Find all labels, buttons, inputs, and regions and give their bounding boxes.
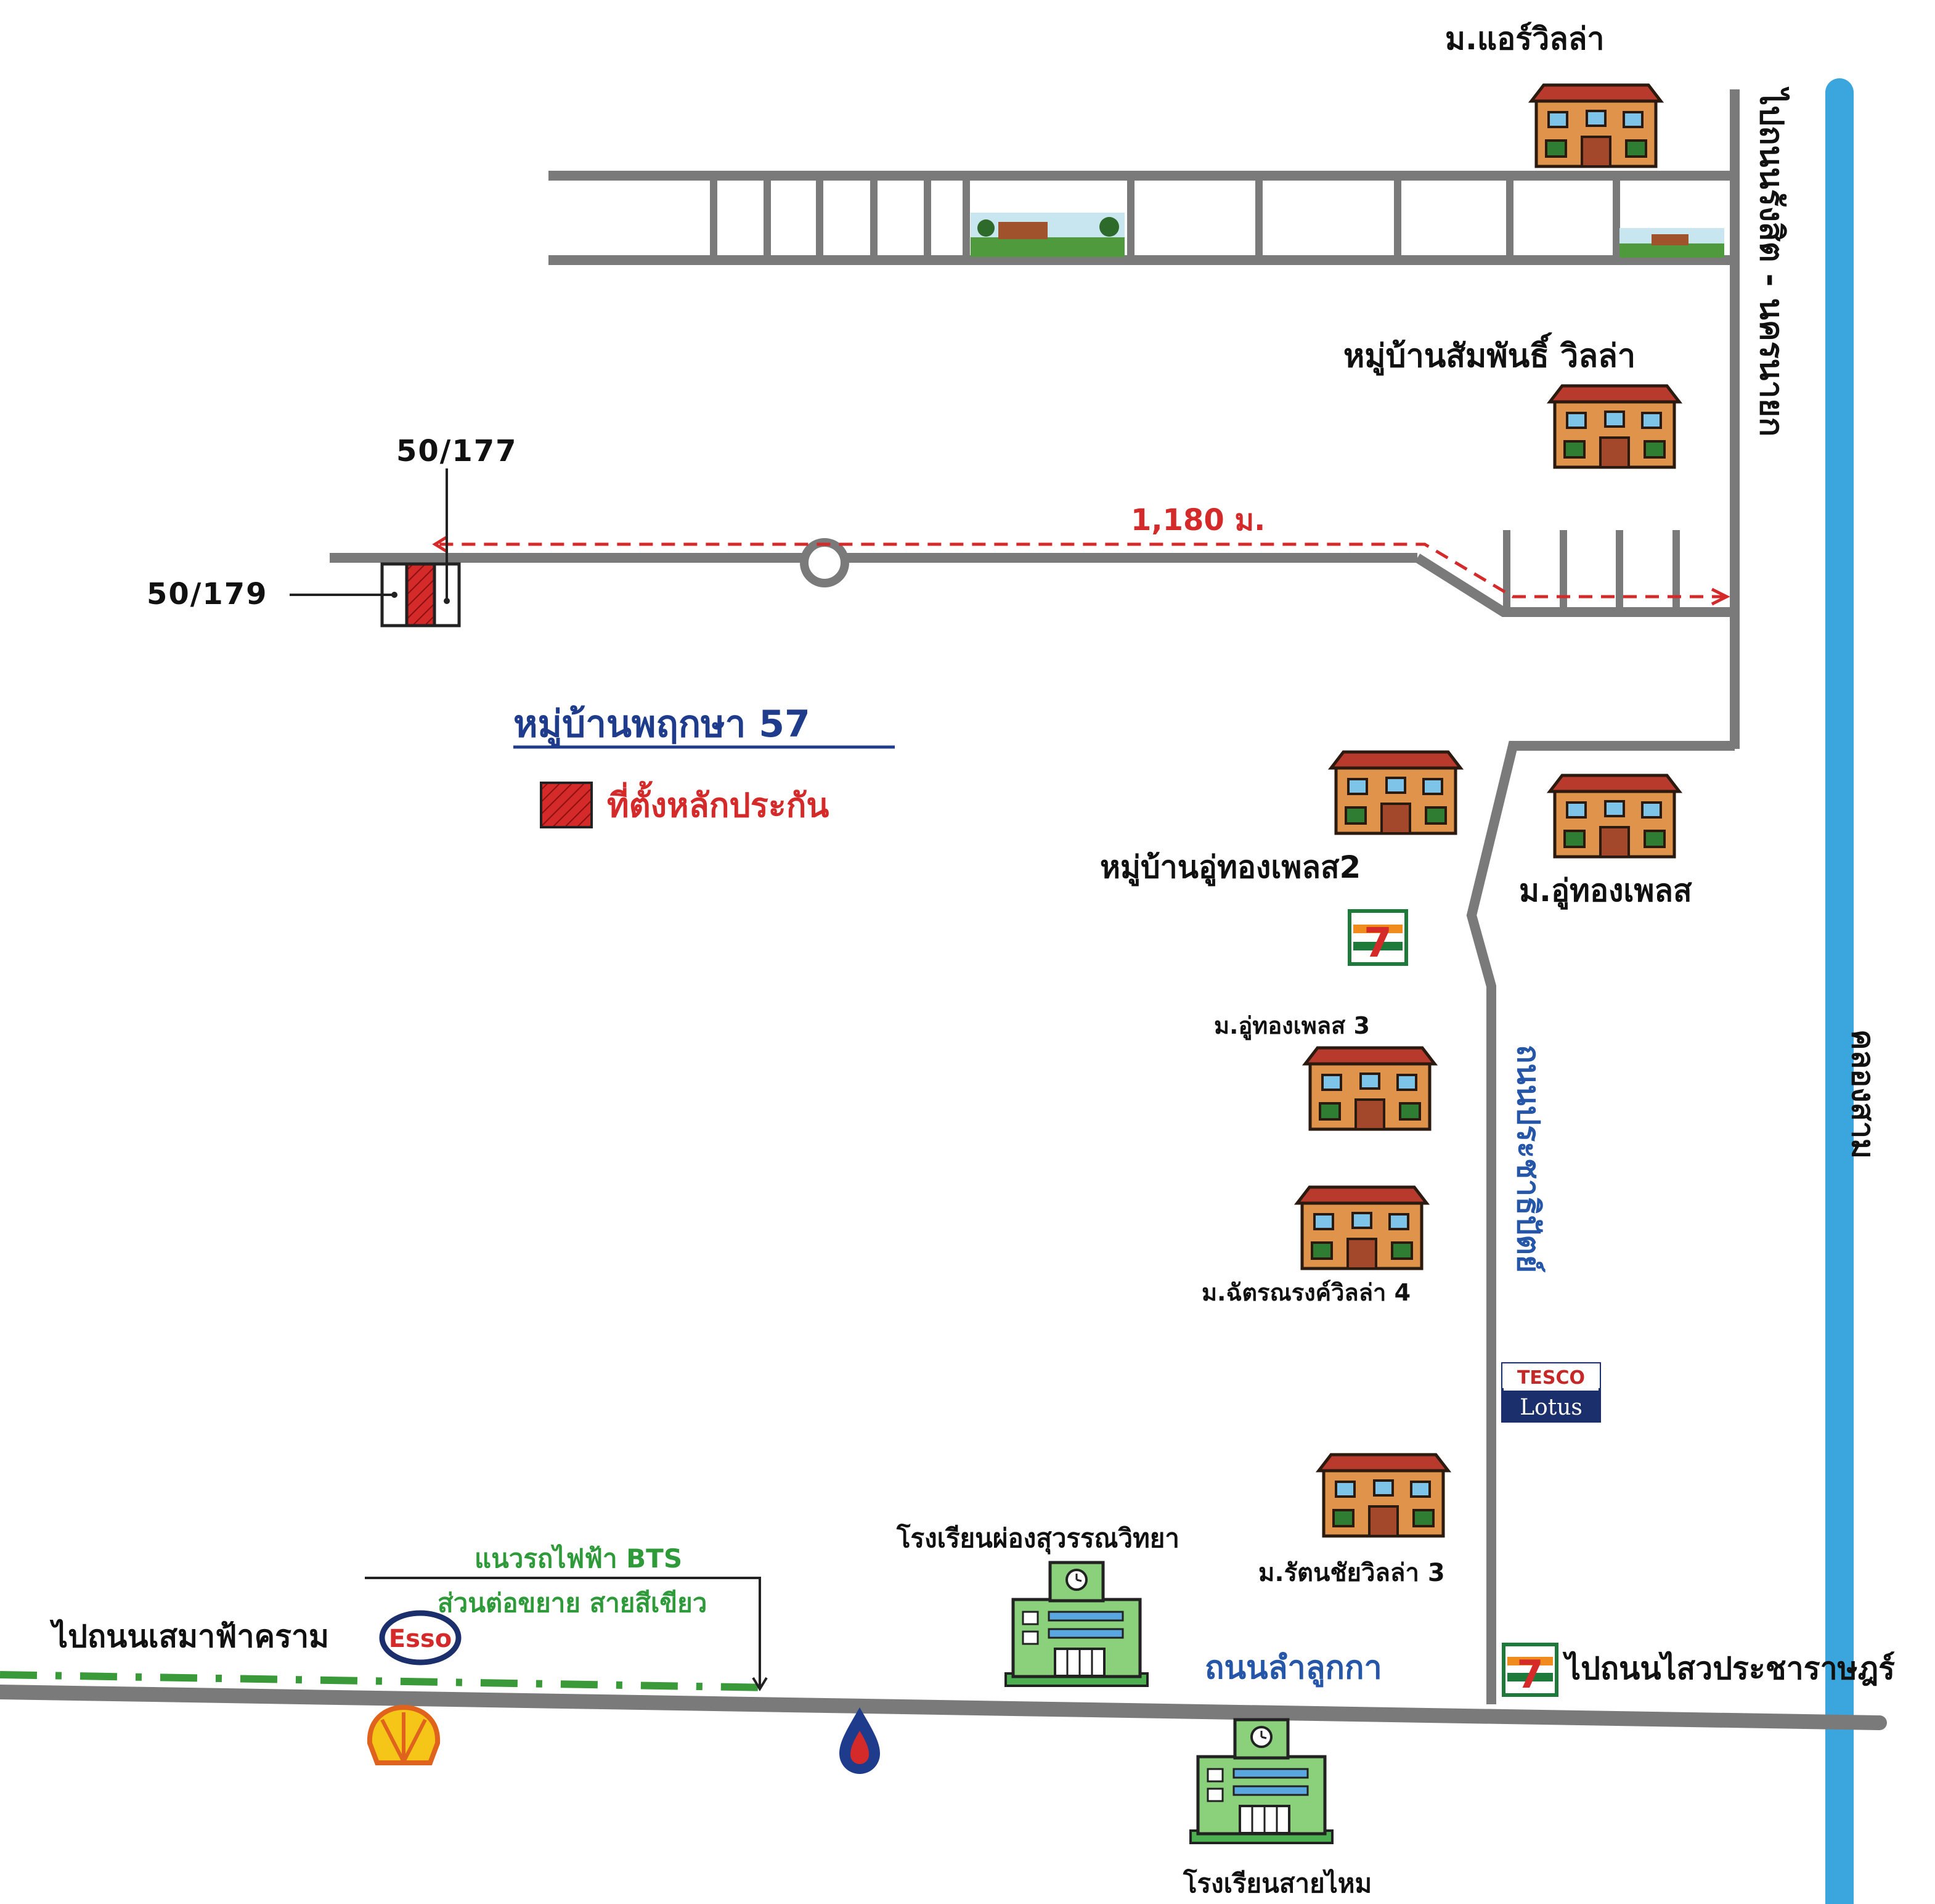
bts-bracket — [365, 1577, 761, 1688]
label-to-sema-fah-khram: ไปถนนเสมาฟ้าคราม — [52, 1619, 329, 1654]
seven-eleven-number-1: 7 — [1364, 919, 1392, 966]
tesco-lotus-logo: TESCO Lotus — [1501, 1362, 1601, 1423]
distance-arrowhead-left — [432, 536, 447, 553]
esso-text: Esso — [389, 1625, 452, 1653]
tesco-text: TESCO — [1517, 1367, 1585, 1389]
house-icon-rattanachai-villa3 — [1319, 1455, 1448, 1536]
top-soi-ticks — [710, 176, 1620, 260]
side-soi-ticks — [1503, 530, 1680, 612]
shell-logo — [367, 1704, 441, 1765]
house-icon-samphan-villa — [1550, 386, 1679, 467]
label-prachathipat-road: ถนนประชาธิปัตย์ — [1510, 1045, 1546, 1273]
landscape-picture-1 — [971, 213, 1125, 257]
label-uthong-place3: ม.อู่ทองเพลส 3 — [1214, 1012, 1370, 1039]
pruksa-soi-bend — [1414, 554, 1735, 617]
lotus-text: Lotus — [1520, 1395, 1583, 1420]
house-icon-uthong-place2 — [1331, 752, 1460, 833]
bts-green-line — [0, 1671, 771, 1691]
label-chatnarong-villa4: ม.ฉัตรณรงค์วิลล่า 4 — [1202, 1279, 1411, 1306]
bts-label-line1: แนวรถไฟฟ้า BTS — [475, 1543, 683, 1574]
label-school-phongsuwan: โรงเรียนผ่องสุวรรณวิทยา — [897, 1523, 1179, 1553]
distance-label: 1,180 ม. — [1131, 503, 1266, 537]
school-icon-phongsuwan — [1006, 1563, 1147, 1686]
esso-logo: Esso — [379, 1610, 462, 1665]
label-air-villa: ม.แอร์วิลล่า — [1445, 21, 1605, 57]
label-uthong-place: ม.อู่ทองเพลส — [1519, 873, 1692, 909]
label-school-saimai: โรงเรียนสายไหม — [1183, 1868, 1372, 1898]
distance-route-line — [438, 542, 1725, 599]
school-icon-saimai — [1191, 1720, 1332, 1843]
seven-eleven-logo-1: 7 — [1348, 909, 1408, 966]
lam-luk-ka-road — [0, 1685, 1887, 1730]
plot-a-dot — [444, 598, 450, 604]
prachathipat-road — [1466, 741, 1735, 1704]
label-plot-a: 50/177 — [396, 434, 518, 468]
plot-b-dot — [391, 592, 397, 598]
collateral-plot[interactable] — [405, 562, 436, 627]
label-canal: คลองสาม — [1845, 1029, 1881, 1159]
label-plot-b: 50/179 — [147, 577, 268, 611]
house-icon-uthong-place — [1550, 775, 1679, 857]
bts-label-line2: ส่วนต่อขยาย สายสีเขียว — [438, 1588, 707, 1618]
label-uthong-place2: หมู่บ้านอู่ทองเพลส2 — [1100, 849, 1361, 885]
house-icon-uthong-place3 — [1305, 1048, 1435, 1129]
seven-eleven-logo-2: 7 — [1502, 1643, 1558, 1697]
label-lam-luk-ka-road: ถนนลำลูกกา — [1205, 1649, 1382, 1686]
label-to-saiwa-pracharat: ไปถนนไสวประชาราษฎร์ — [1565, 1651, 1896, 1686]
legend-collateral-label: ที่ตั้งหลักประกัน — [607, 786, 829, 825]
seven-eleven-number-2: 7 — [1517, 1652, 1543, 1697]
landscape-picture-2 — [1619, 228, 1724, 258]
house-icon-air-villa — [1531, 85, 1661, 166]
label-rattanachai-villa3: ม.รัตนชัยวิลล่า 3 — [1258, 1559, 1445, 1587]
house-icon-chatnarong-villa4 — [1297, 1187, 1427, 1269]
label-rangsit-nakhon-nayok-road: ไปถนนรังสิต - นครนายก — [1753, 89, 1790, 437]
legend-swatch — [540, 782, 593, 828]
legend-title: หมู่บ้านพฤกษา 57 — [513, 703, 810, 746]
label-samphan-villa: หมู่บ้านสัมพันธิ์ วิลล่า — [1343, 338, 1636, 375]
ptt-logo — [839, 1707, 880, 1774]
roundabout — [800, 538, 849, 587]
distance-arrowhead-right — [1711, 587, 1730, 606]
bts-arrowhead — [752, 1677, 768, 1691]
